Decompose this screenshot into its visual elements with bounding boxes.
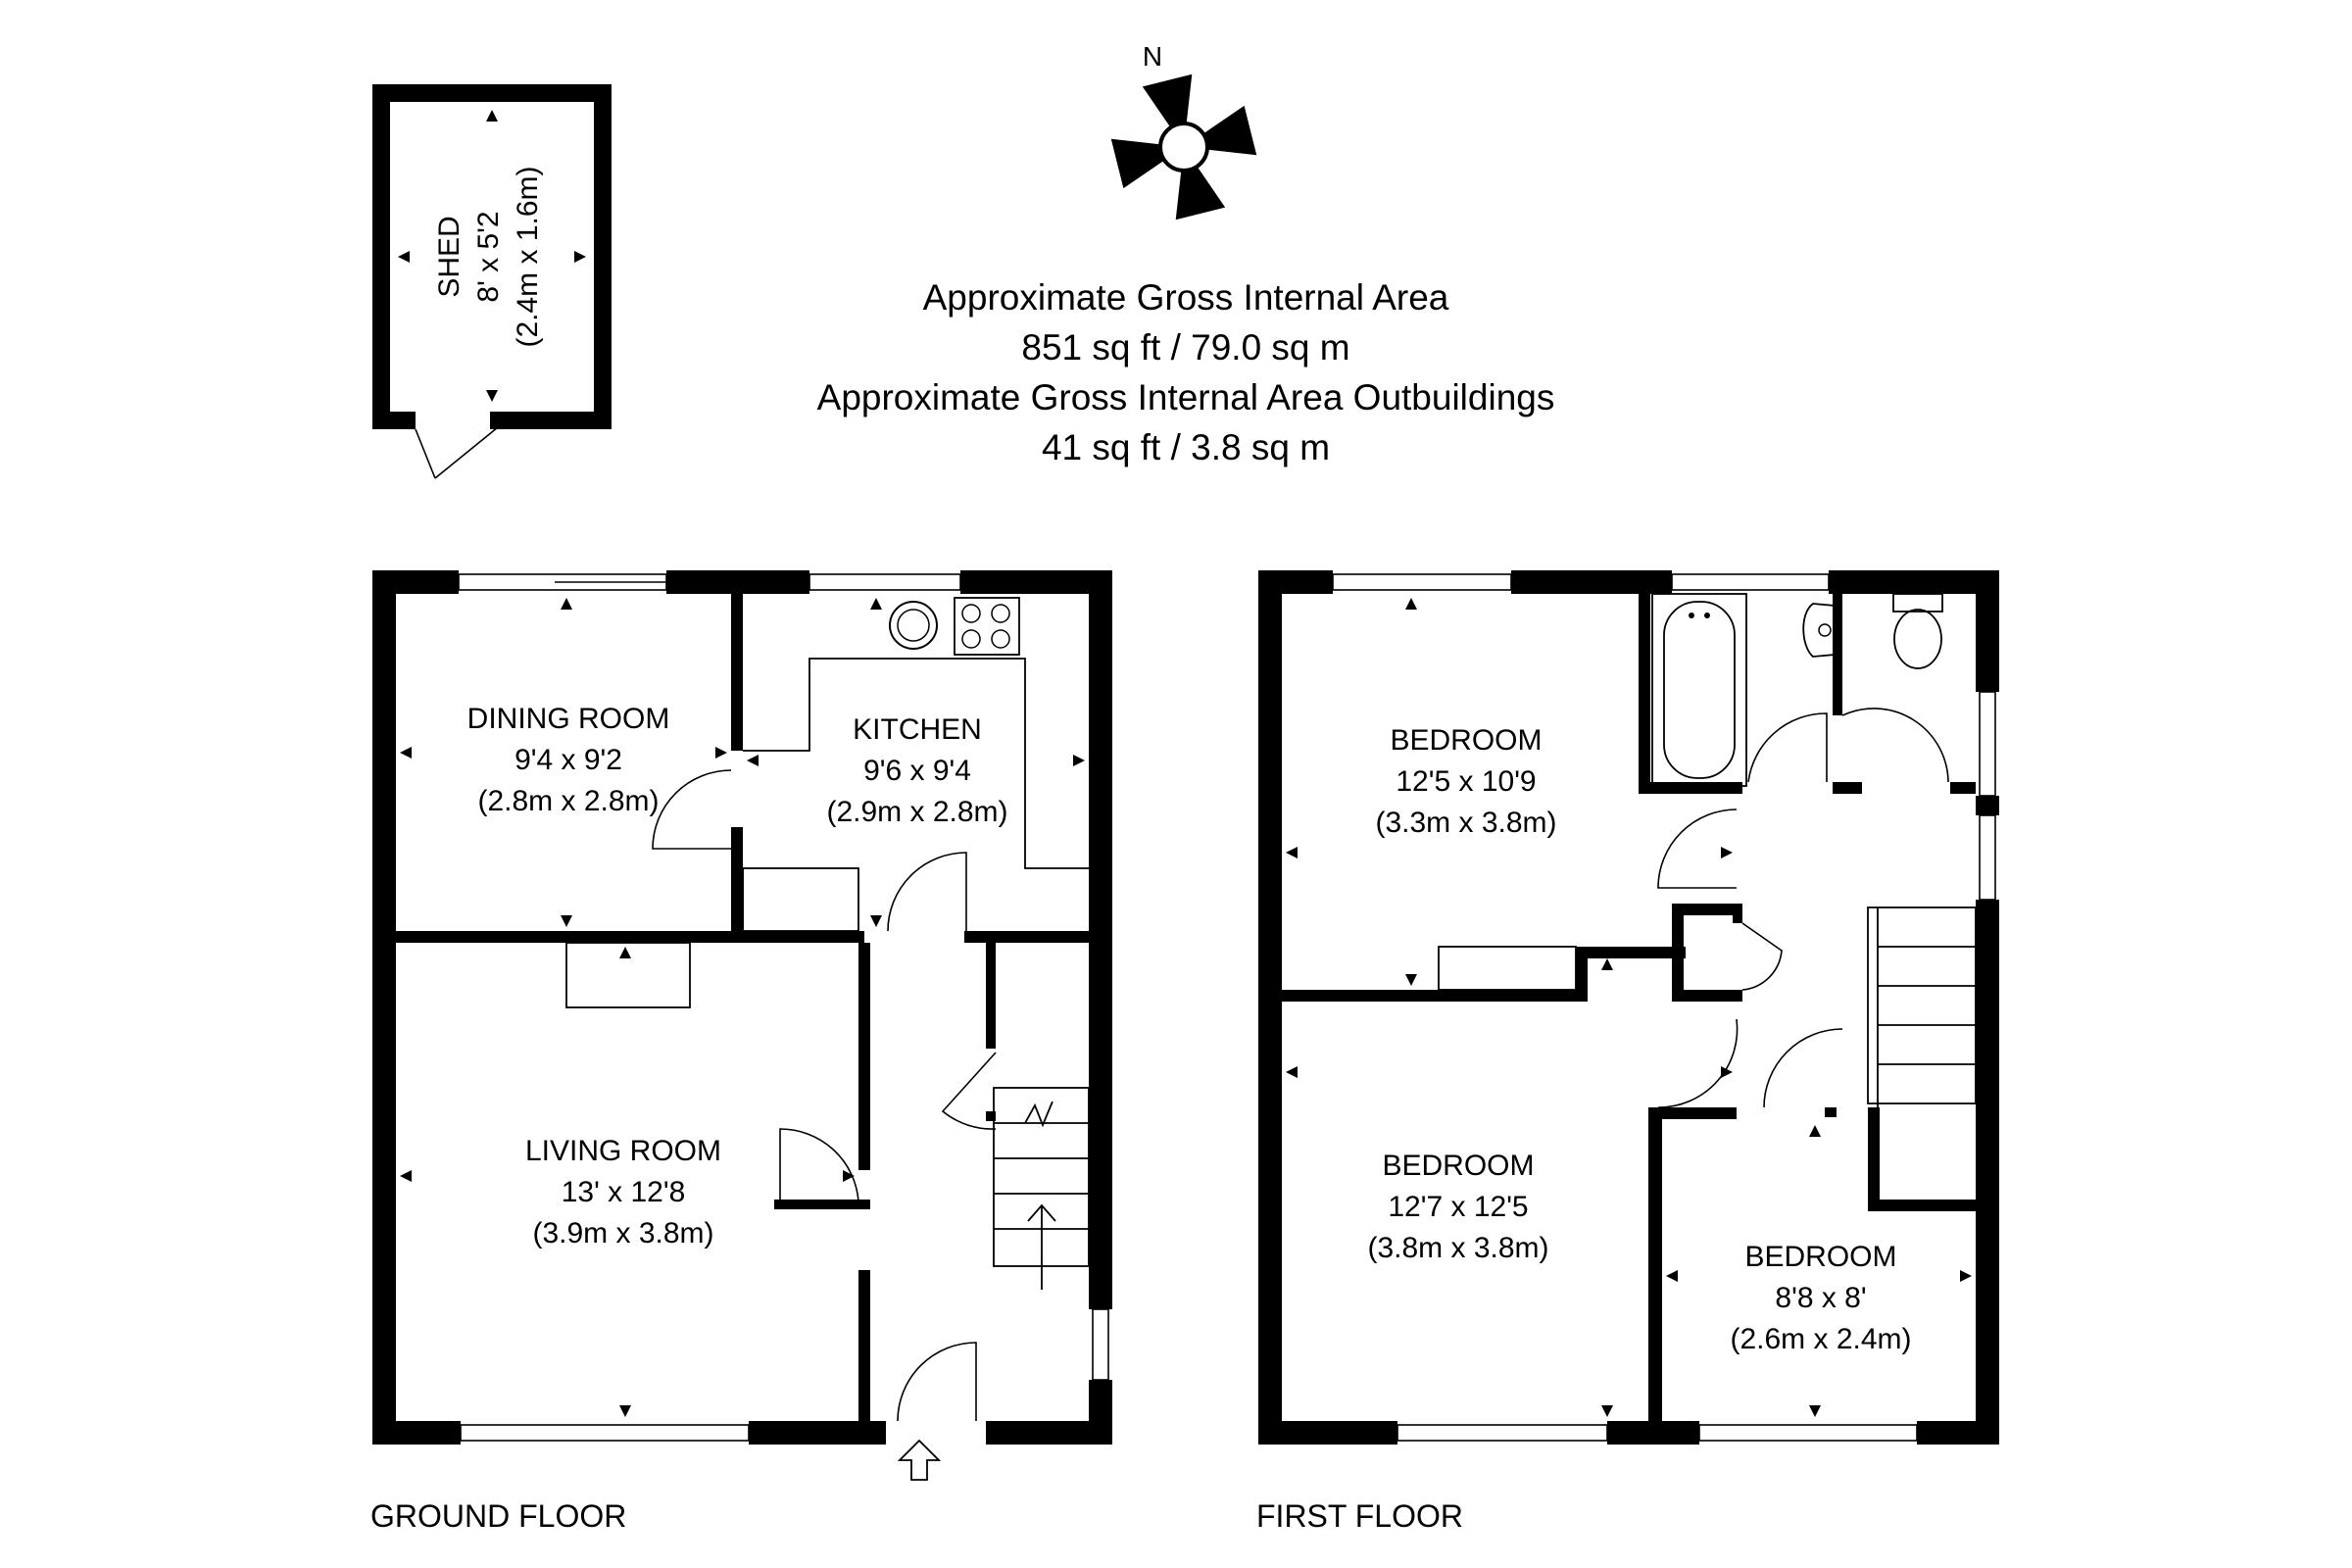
area-line-4: 41 sq ft / 3.8 sq m — [1042, 427, 1330, 467]
first-floor: BEDROOM 12'5 x 10'9 (3.3m x 3.8m) BEDROO… — [1258, 570, 1999, 1445]
bedroom-1-name: BEDROOM — [1390, 724, 1542, 757]
compass-rose: N — [1110, 41, 1257, 220]
bedroom-2-name: BEDROOM — [1382, 1150, 1534, 1182]
living-room-name: LIVING ROOM — [525, 1135, 721, 1167]
area-summary: Approximate Gross Internal Area 851 sq f… — [817, 277, 1555, 467]
kitchen-name: KITCHEN — [853, 713, 982, 746]
living-room-imperial: 13' x 12'8 — [562, 1176, 686, 1208]
shed-metric: (2.4m x 1.6m) — [512, 166, 544, 347]
area-line-1: Approximate Gross Internal Area — [923, 277, 1449, 318]
bedroom-3-metric: (2.6m x 2.4m) — [1730, 1323, 1911, 1355]
first-floor-label: FIRST FLOOR — [1256, 1498, 1463, 1534]
area-line-3: Approximate Gross Internal Area Outbuild… — [817, 377, 1555, 417]
shed-imperial: 8' x 5'2 — [472, 211, 505, 302]
area-line-2: 851 sq ft / 79.0 sq m — [1021, 327, 1349, 368]
bedroom-3-imperial: 8'8 x 8' — [1775, 1282, 1866, 1314]
kitchen-metric: (2.9m x 2.8m) — [826, 796, 1007, 828]
bedroom-3-name: BEDROOM — [1744, 1241, 1896, 1273]
living-room-metric: (3.9m x 3.8m) — [532, 1217, 713, 1250]
ground-floor: DINING ROOM 9'4 x 9'2 (2.8m x 2.8m) KITC… — [372, 570, 1112, 1481]
compass-north-label: N — [1143, 41, 1162, 72]
bedroom-2-metric: (3.8m x 3.8m) — [1367, 1232, 1548, 1264]
ground-floor-label: GROUND FLOOR — [370, 1498, 626, 1534]
dining-room-imperial: 9'4 x 9'2 — [514, 744, 622, 776]
dining-room-metric: (2.8m x 2.8m) — [477, 785, 659, 817]
shed: SHED 8' x 5'2 (2.4m x 1.6m) — [372, 84, 612, 479]
kitchen-imperial: 9'6 x 9'4 — [863, 755, 971, 787]
bedroom-1-imperial: 12'5 x 10'9 — [1396, 765, 1536, 798]
dining-room-name: DINING ROOM — [467, 703, 670, 735]
bedroom-1-metric: (3.3m x 3.8m) — [1375, 807, 1556, 839]
shed-name: SHED — [433, 216, 466, 297]
bedroom-2-imperial: 12'7 x 12'5 — [1388, 1191, 1528, 1223]
